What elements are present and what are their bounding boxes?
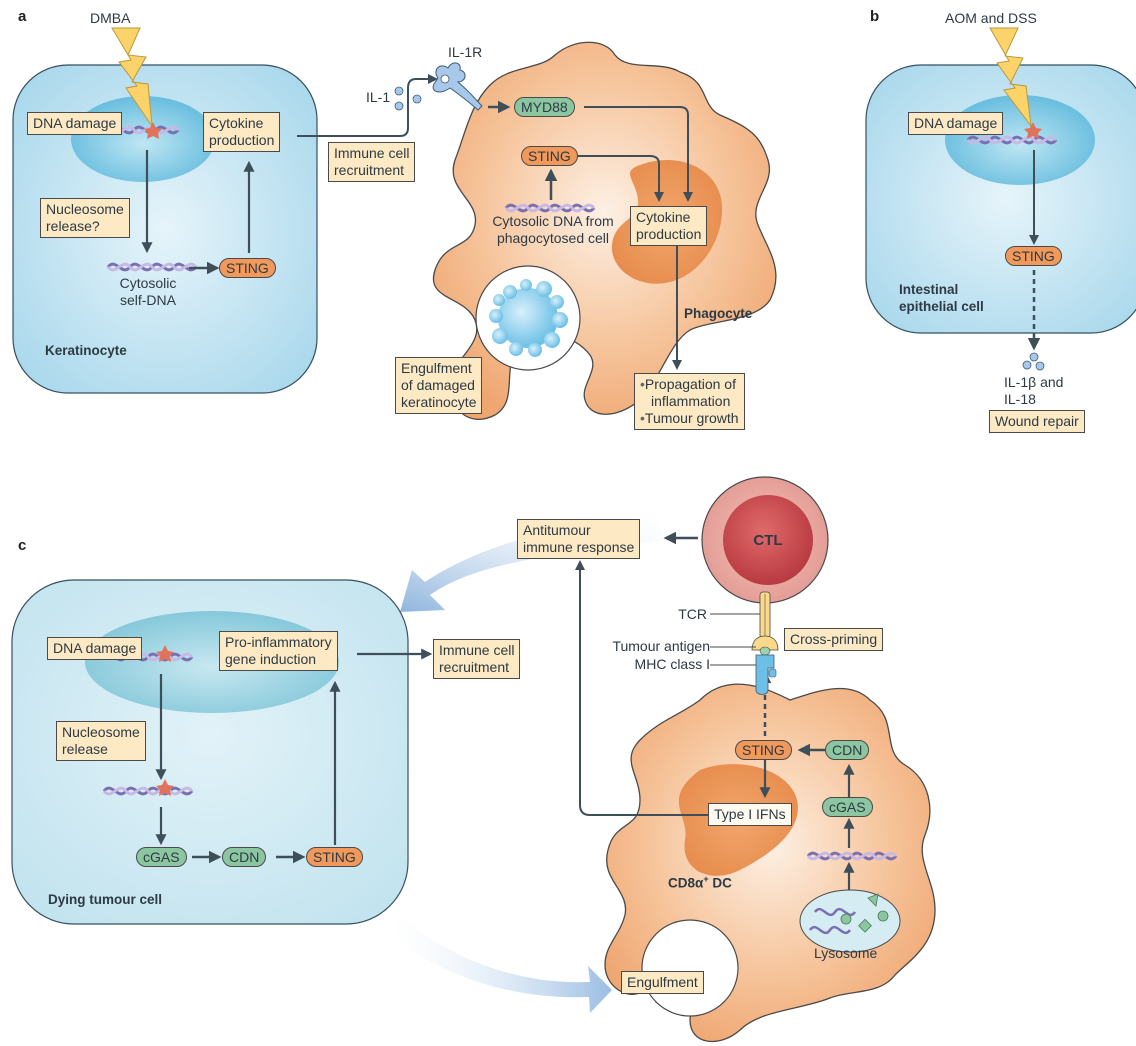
- damage-star-icon: [1024, 122, 1042, 139]
- dc-engulfment-pocket: [641, 919, 739, 1017]
- sting-pill-dc: STING: [735, 740, 792, 760]
- sting-pill-phagocyte: STING: [521, 146, 578, 166]
- lightning-bolt-icon: [111, 27, 153, 127]
- damage-star-icon: [156, 779, 174, 796]
- cytosolic-dna-phagocyte-label: Cytosolic DNA from phagocytosed cell: [492, 213, 614, 246]
- damage-star-icon: [144, 122, 162, 139]
- dying-tumour-cell-label: Dying tumour cell: [48, 892, 163, 907]
- panel-label-b: b: [870, 8, 880, 25]
- sting-pill-b: STING: [1005, 246, 1062, 266]
- il1-particle: [394, 86, 404, 96]
- antitumour-response-box: Antitumour immune response: [517, 519, 641, 559]
- cytokine-production-box-phagocyte: Cytokine production: [630, 206, 708, 246]
- panel-label-a: a: [18, 8, 27, 25]
- lightning-bolt-icon: [989, 27, 1032, 128]
- cdn-pill-c: CDN: [222, 847, 267, 867]
- cross-priming-box: Cross-priming: [784, 628, 884, 651]
- il1-particle: [412, 94, 422, 104]
- stimulus-dmba: DMBA: [90, 10, 131, 26]
- cytosolic-self-dna-helix-icon: [106, 262, 198, 272]
- il1r-label: IL-1R: [448, 44, 483, 60]
- il1b-il18-label: IL-1β and IL-18: [1004, 374, 1064, 407]
- keratinocyte-label: Keratinocyte: [45, 343, 127, 358]
- nucleosome-release-box-c: Nucleosome release: [56, 721, 146, 761]
- damaged-keratinocyte-bleb: [489, 279, 568, 357]
- cgas-pill-c: cGAS: [136, 847, 187, 867]
- immune-cell-recruitment-box-a: Immune cell recruitment: [328, 142, 416, 182]
- engulfment-box-c: Engulfment: [621, 971, 704, 994]
- cdn-pill-dc: CDN: [825, 740, 870, 760]
- intestinal-cell-label: Intestinal epithelial cell: [899, 282, 984, 314]
- type-i-ifns-box: Type I IFNs: [708, 803, 792, 826]
- myd88-pill: MYD88: [514, 97, 575, 117]
- arrow-ifns-to-antitumour: [575, 560, 710, 816]
- dna-damage-label-a: DNA damage: [27, 112, 123, 135]
- ctl-label: CTL: [753, 532, 782, 549]
- dc-cytosolic-dna-helix-icon: [806, 851, 898, 861]
- mhc-class-i-icon: [755, 654, 777, 695]
- dc-label: CD8α+ DC: [668, 874, 732, 891]
- lysosome-contents: [808, 893, 889, 935]
- flow-arrow-to-engulfment: [390, 915, 612, 1013]
- dna-helix-icon: [966, 135, 1058, 145]
- dna-damage-label-b: DNA damage: [908, 112, 1004, 135]
- outcomes-box-a: Propagation of inflammation Tumour growt…: [634, 373, 745, 430]
- cytokine-production-box-a: Cytokine production: [203, 112, 281, 152]
- arrow-sting-to-cytokine-phagocyte: [578, 155, 664, 202]
- il1-particle: [394, 101, 404, 111]
- cytokine-particle: [1035, 361, 1045, 371]
- pro-inflammatory-box: Pro-inflammatory gene induction: [219, 631, 338, 671]
- tcr-label: TCR: [678, 606, 707, 622]
- phagocyte-label: Phagocyte: [684, 306, 753, 321]
- dna-damage-label-c: DNA damage: [47, 637, 143, 660]
- il1-label: IL-1: [366, 89, 391, 105]
- lysosome-label: Lysosome: [814, 945, 878, 961]
- arrow-cytokine-to-il1r: [297, 74, 438, 137]
- cytokine-particle: [1022, 360, 1032, 370]
- released-dna-helix-icon: [102, 786, 194, 796]
- tcr-receptor-icon: [751, 591, 779, 651]
- tumour-antigen-icon: [759, 646, 771, 656]
- tumour-antigen-label: Tumour antigen: [612, 638, 710, 654]
- immune-cell-recruitment-box-c: Immune cell recruitment: [433, 639, 521, 679]
- il1r-receptor-icon: [432, 62, 483, 111]
- nucleosome-release-box-a: Nucleosome release?: [40, 198, 130, 238]
- wound-repair-box: Wound repair: [989, 410, 1085, 433]
- panel-label-c: c: [18, 537, 27, 554]
- cytokine-particle: [1029, 352, 1039, 362]
- cytosolic-self-dna-label: Cytosolic self-DNA: [119, 275, 177, 308]
- mhc-class-i-label: MHC class I: [634, 656, 710, 672]
- cytosolic-dna-helix-icon: [504, 203, 596, 213]
- stimulus-aom-dss: AOM and DSS: [945, 10, 1037, 26]
- sting-pill-c: STING: [306, 847, 363, 867]
- arrow-myd88-to-cytokine: [584, 106, 693, 202]
- sting-pill-keratinocyte: STING: [219, 258, 276, 278]
- cgas-pill-dc: cGAS: [822, 797, 873, 817]
- damage-star-icon: [156, 645, 174, 662]
- engulfment-box-a: Engulfment of damaged keratinocyte: [395, 357, 483, 414]
- ctl-nucleus: [723, 495, 813, 585]
